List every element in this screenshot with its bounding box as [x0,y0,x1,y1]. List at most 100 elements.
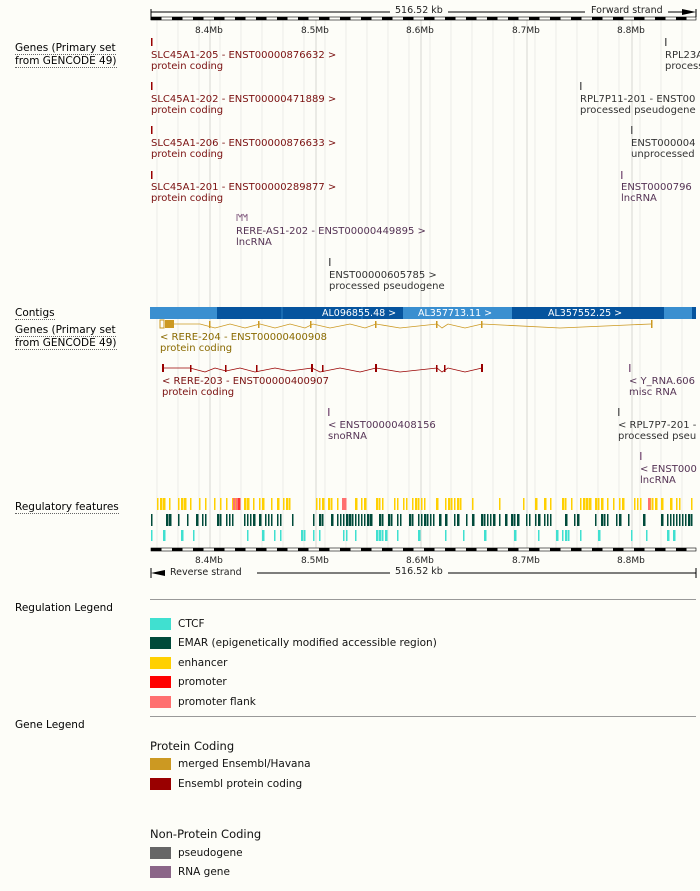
regulatory-feature [349,514,352,526]
scale-segment [560,548,571,551]
scale-segment [382,548,393,551]
regulatory-feature [682,514,684,526]
regulatory-feature [193,530,195,541]
regulatory-feature [481,514,484,526]
regulatory-feature [493,514,496,526]
regulatory-feature [448,498,451,510]
regulatory-feature [514,530,517,541]
gene-label[interactable]: < RPL7P7-201 -processed pseu [618,420,697,442]
scale-segment [518,17,529,20]
regulatory-feature [601,498,604,510]
scale-segment [350,548,361,551]
scale-segment [613,17,624,20]
contig-track[interactable]: AL096855.48 > AL357713.11 > AL357552.25 … [150,307,696,319]
scale-segment [371,17,382,20]
top-scale-bar [150,9,697,21]
promoter-feature [238,498,241,510]
regulatory-feature [379,498,381,510]
regulatory-feature [274,530,276,541]
regulatory-feature [217,514,220,526]
regulatory-feature [415,498,418,510]
forward-strand-label: Forward strand [591,5,663,16]
scale-segment [592,548,603,551]
regulatory-feature [262,498,265,510]
regulatory-feature [418,530,421,541]
scale-segment [665,548,676,551]
forward-gene-models[interactable] [151,38,667,266]
reverse-gene-models[interactable] [159,319,653,460]
regulatory-feature [253,514,256,526]
track-label-regulatory[interactable]: Regulatory features [15,501,119,514]
scale-segment [392,17,403,20]
regulatory-feature [562,498,565,510]
scale-segment [455,17,466,20]
scale-segment [592,17,603,20]
gene-label[interactable]: SLC45A1-202 - ENST00000471889 >protein c… [151,94,337,116]
regulatory-feature [277,514,279,526]
regulatory-feature [643,514,646,526]
regulatory-feature [418,514,420,526]
regulatory-feature [382,514,384,526]
regulatory-feature [445,498,447,510]
regulatory-feature [319,498,321,510]
gene-label[interactable]: RERE-AS1-202 - ENST00000449895 >lncRNA [236,226,426,248]
regulatory-feature [316,498,318,510]
regulatory-feature [184,498,187,510]
track-label-contigs[interactable]: Contigs [15,307,55,320]
track-label-genes-forward[interactable]: Genes (Primary set from GENCODE 49) [15,42,117,68]
gene-label[interactable]: ENST00000605785 >processed pseudogene [329,270,445,292]
regulatory-feature [445,530,447,541]
scale-segment [508,548,519,551]
regulatory-feature [355,514,357,526]
regulatory-feature [601,514,604,526]
scale-segment [434,548,445,551]
scale-segment [623,548,634,551]
gene-label[interactable]: SLC45A1-205 - ENST00000876632 >protein c… [151,50,337,72]
gene-label[interactable]: SLC45A1-206 - ENST00000876633 >protein c… [151,138,337,160]
scale-outline [150,547,697,552]
regulatory-feature [397,514,399,526]
gene-label[interactable]: SLC45A1-201 - ENST00000289877 >protein c… [151,182,337,204]
scale-segment [487,548,498,551]
regulation-legend-title: Regulation Legend [15,602,113,614]
regulatory-feature [337,514,339,526]
scale-segment [581,17,592,20]
scale-segment [151,548,162,551]
regulatory-feature [637,498,639,510]
scale-segment [550,17,561,20]
regulatory-feature [151,514,153,526]
regulatory-feature-track[interactable] [151,498,693,541]
tick-label: 8.7Mb [512,556,540,566]
tick-label: 8.5Mb [301,26,329,36]
regulatory-feature [232,498,234,510]
regulatory-feature [466,514,468,526]
regulatory-feature [544,514,546,526]
scale-segment [203,548,214,551]
regulatory-feature [550,514,552,526]
scale-segment [539,548,550,551]
scale-segment [466,548,477,551]
regulatory-feature [376,498,379,510]
scale-segment [529,548,540,551]
regulatory-feature [445,514,448,526]
promoter-feature [233,498,236,510]
regulatory-feature [427,514,429,526]
regulatory-feature [259,498,261,510]
contig-label-3: AL357552.25 > [548,308,622,319]
regulatory-feature [538,530,540,541]
scale-segment [224,548,235,551]
scale-segment [319,548,330,551]
scale-segment [424,17,435,20]
regulatory-feature [679,514,681,526]
track-label-genes-reverse[interactable]: Genes (Primary set from GENCODE 49) [15,324,117,350]
scale-segment [413,548,424,551]
